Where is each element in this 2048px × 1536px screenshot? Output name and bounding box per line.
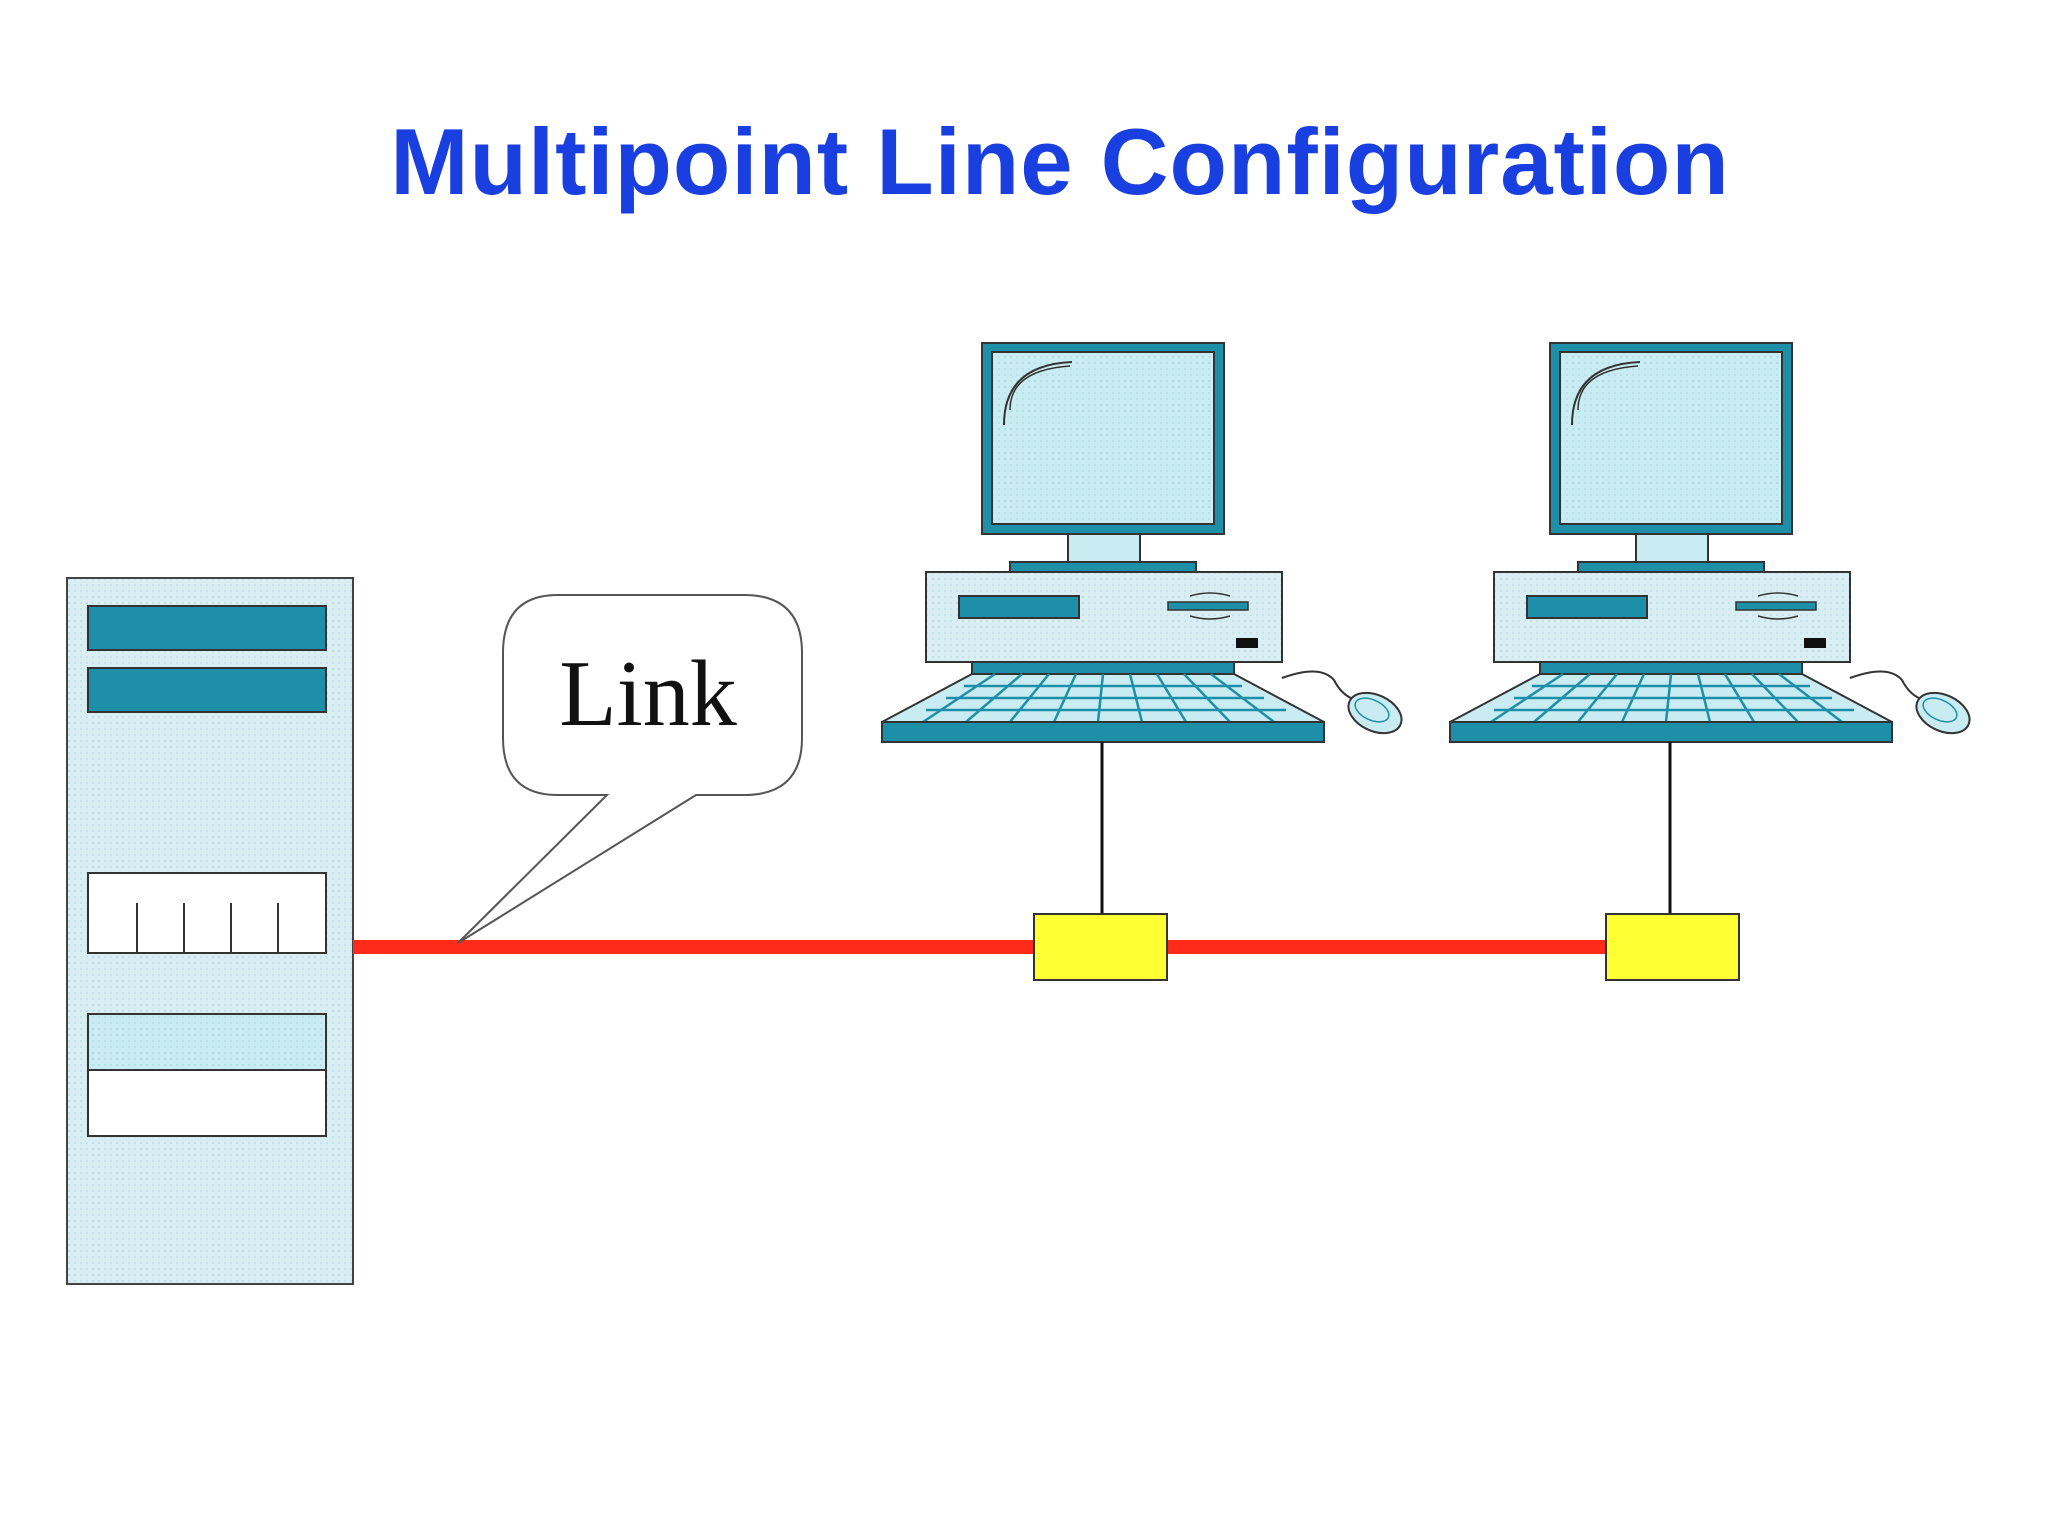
page-title: Multipoint Line Configuration (390, 109, 1730, 214)
link-label: Link (559, 642, 737, 746)
link-callout: Link (457, 594, 803, 944)
workstation-icon (1449, 342, 1971, 981)
link-line (353, 940, 1606, 954)
mouse-icon (1281, 670, 1403, 735)
tap-connector-1 (1033, 913, 1168, 981)
tap-connector-2 (1605, 913, 1740, 981)
mainframe-icon (66, 577, 354, 1285)
workstation-icon (881, 342, 1403, 981)
mouse-icon (1849, 670, 1971, 735)
